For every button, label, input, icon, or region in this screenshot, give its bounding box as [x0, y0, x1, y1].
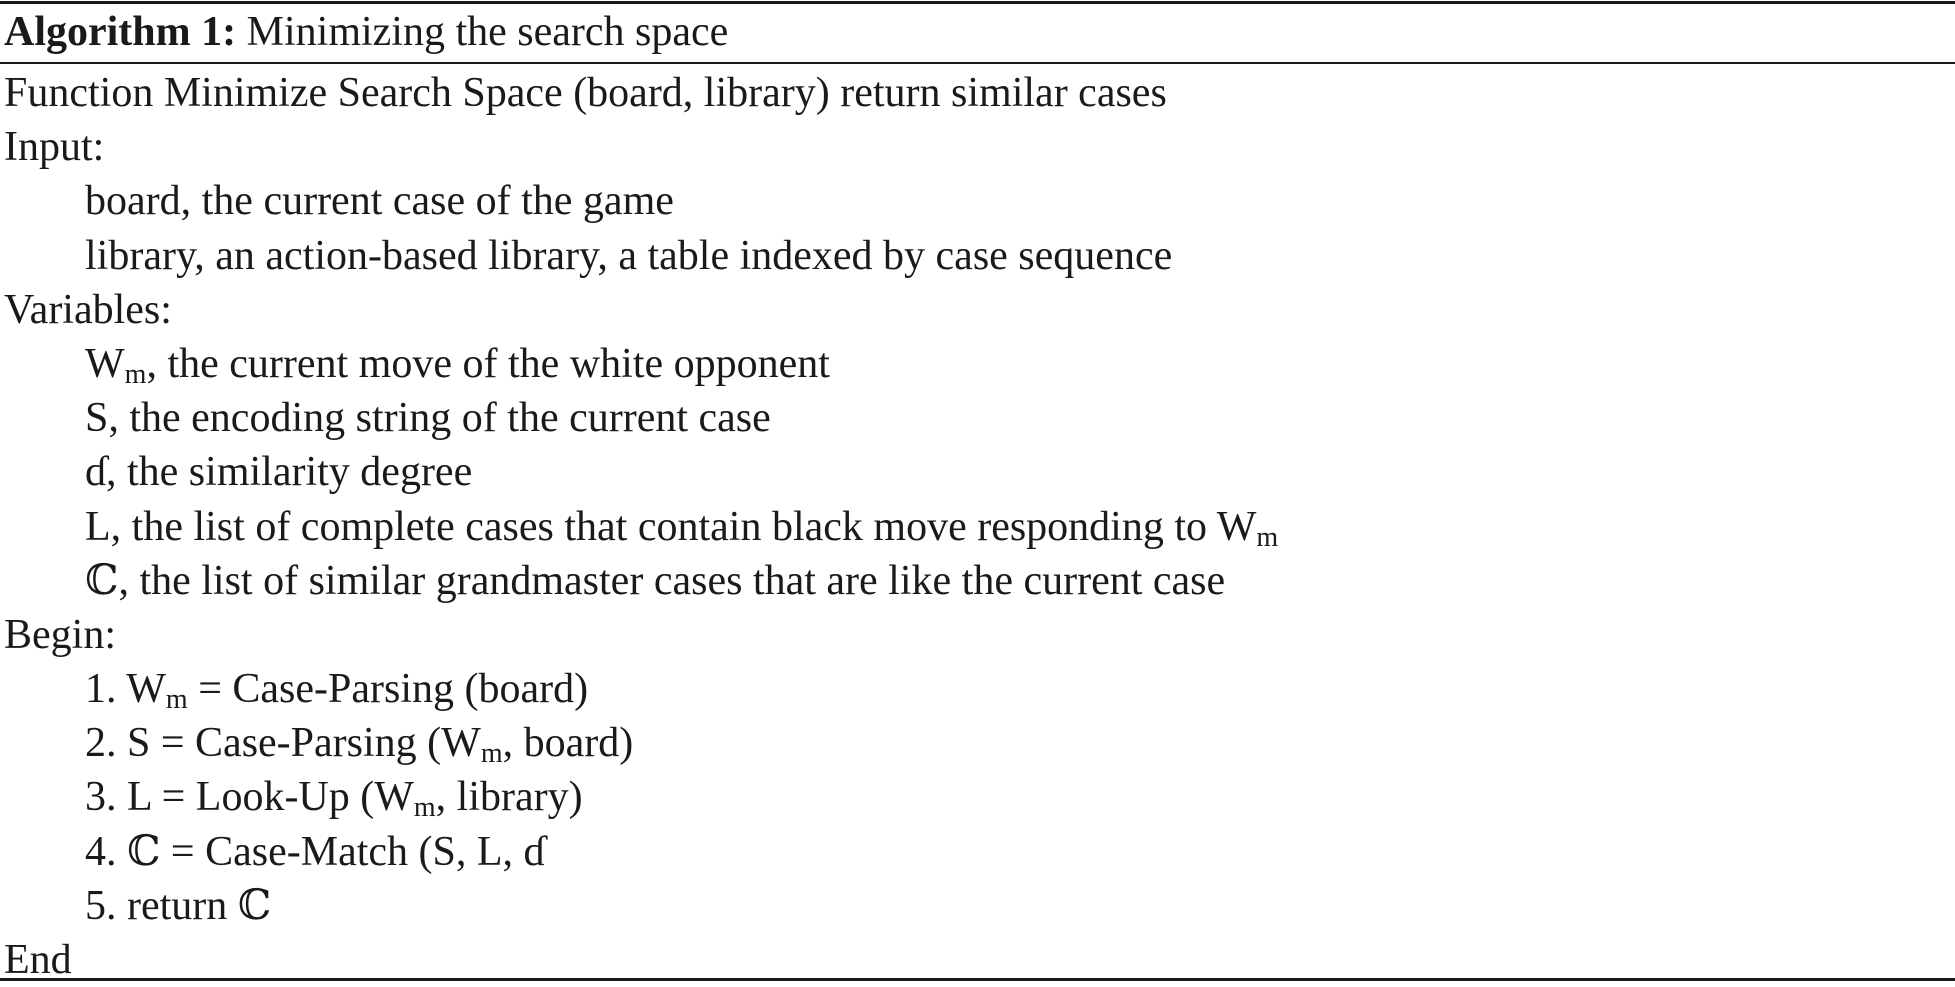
function-signature: Function Minimize Search Space (board, l… — [4, 70, 1167, 116]
d-symbol: ɗ — [85, 449, 106, 496]
variable-s: S, the encoding string of the current ca… — [85, 395, 771, 442]
variable-wm: Wm, the current move of the white oppone… — [0, 337, 1955, 391]
step-1-rhs: = Case-Parsing (board) — [187, 666, 589, 713]
step-3: 3. L = Look-Up (Wm, library) — [0, 770, 1955, 824]
algorithm-title: Minimizing the search space — [246, 9, 729, 55]
c-symbol: ℂ — [85, 557, 119, 604]
begin-header: Begin: — [4, 611, 116, 658]
step-2-pre: S = Case-Parsing (W — [127, 720, 481, 767]
algorithm-label: Algorithm 1: — [4, 9, 237, 55]
step-1: 1. Wm = Case-Parsing (board) — [0, 662, 1955, 716]
step-5: 5. return ℂ — [0, 879, 1955, 933]
wm-subscript: m — [124, 358, 147, 390]
l-subscript: m — [1256, 521, 1279, 553]
input-library: library, an action-based library, a tabl… — [85, 232, 1173, 279]
algorithm-caption: Algorithm 1: Minimizing the search space — [4, 4, 728, 60]
top-rule — [0, 1, 1955, 4]
d-description: , the similarity degree — [106, 449, 473, 496]
step-3-pre: L = Look-Up (W — [127, 774, 414, 821]
caption-rule — [0, 62, 1955, 64]
step-5-number: 5. — [85, 882, 117, 929]
step-3-number: 3. — [85, 774, 117, 821]
end-label: End — [4, 937, 72, 983]
step-1-lhs: W — [126, 666, 166, 713]
step-4-number: 4. — [85, 828, 117, 875]
step-3-subscript: m — [413, 792, 436, 824]
step-5-text: return ℂ — [127, 882, 272, 929]
variable-l: L, the list of complete cases that conta… — [0, 500, 1955, 554]
variables-header: Variables: — [4, 286, 172, 333]
step-1-subscript: m — [165, 684, 188, 716]
step-2-subscript: m — [480, 738, 503, 770]
step-3-post: , library) — [435, 774, 583, 821]
step-2: 2. S = Case-Parsing (Wm, board) — [0, 716, 1955, 770]
step-1-number: 1. — [85, 666, 117, 713]
c-description: , the list of similar grandmaster cases … — [118, 557, 1226, 604]
algorithm-body: Function Minimize Search Space (board, l… — [0, 66, 1955, 987]
wm-symbol: W — [85, 340, 125, 387]
step-4-text: ℂ = Case-Match (S, L, ɗ — [127, 828, 545, 875]
step-2-number: 2. — [85, 720, 117, 767]
input-header: Input: — [4, 124, 105, 171]
wm-description: , the current move of the white opponent — [146, 340, 830, 387]
step-4: 4. ℂ = Case-Match (S, L, ɗ — [0, 825, 1955, 879]
bottom-rule — [0, 978, 1955, 981]
input-board: board, the current case of the game — [85, 178, 674, 225]
variable-c: ℂ, the list of similar grandmaster cases… — [0, 554, 1955, 608]
l-description: L, the list of complete cases that conta… — [85, 503, 1257, 550]
variable-d: ɗ, the similarity degree — [0, 445, 1955, 499]
step-2-post: , board) — [502, 720, 634, 767]
